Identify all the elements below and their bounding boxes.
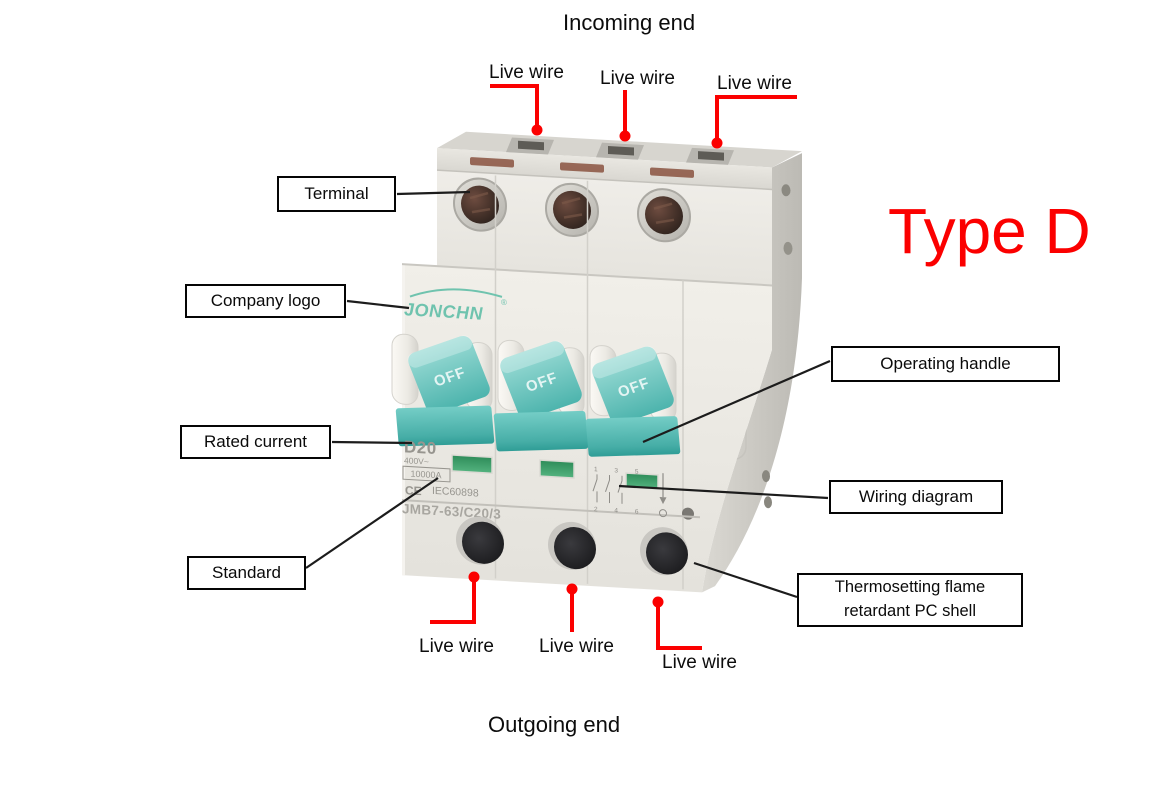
incoming-terminal-slots [470, 137, 734, 178]
side-hole-icon [762, 470, 770, 483]
seam [437, 169, 772, 191]
wire-line-top-1 [490, 84, 539, 127]
wire-dot-bottom-3 [652, 596, 664, 608]
callout-shell: Thermosetting flame retardant PC shell [797, 573, 1023, 627]
callout-lines [305, 190, 831, 599]
outgoing-end-title: Outgoing end [488, 712, 621, 737]
incoming-end-title: Incoming end [563, 10, 696, 35]
ce-mark: CE [405, 483, 422, 498]
live-wire-label-top-2: Live wire [600, 68, 675, 89]
wire-dot-bottom-1 [468, 571, 480, 583]
callout-line-company-logo [346, 299, 410, 310]
operating-handle-pole-3: OFF [585, 345, 681, 457]
callout-wiring-diagram: Wiring diagram [829, 480, 1003, 514]
standard-marking: IEC60898 [432, 485, 479, 500]
outgoing-terminal-1 [456, 516, 504, 565]
top-cap-front [437, 148, 772, 190]
live-wire-label-top-1: Live wire [489, 62, 564, 83]
wire-line-top-3 [715, 95, 797, 140]
breaking-capacity-box [402, 465, 451, 483]
indicator-window-1 [451, 454, 493, 475]
callout-line-operating-handle [642, 359, 831, 444]
logo-registered-icon: ® [501, 298, 507, 307]
wire-dot-top-3 [711, 137, 723, 149]
wire-dot-top-1 [531, 124, 543, 136]
schematic-circle-icon [659, 509, 667, 518]
live-wire-label-top-3: Live wire [717, 73, 792, 94]
callout-line-standard [305, 477, 439, 569]
callout-operating-handle: Operating handle [831, 346, 1060, 382]
logo-text: JONCHN [404, 299, 483, 324]
breaker-side-face [702, 153, 802, 593]
callout-line-shell [693, 561, 798, 599]
wire-line-bottom-1 [430, 580, 476, 624]
side-hole-icon [783, 241, 793, 255]
company-logo: JONCHN ® [404, 288, 507, 324]
rating-markings: D20 400V~ 10000A CE IEC60898 JMB7-63/C20… [402, 437, 501, 522]
indicator-window-2 [539, 459, 575, 479]
operating-handle-pole-2: OFF [493, 339, 589, 452]
callout-standard: Standard [187, 556, 306, 590]
voltage-marking: 400V~ [404, 455, 429, 466]
callout-rated-current: Rated current [180, 425, 331, 459]
outgoing-terminal-3 [640, 527, 688, 576]
wire-pointers [430, 84, 797, 650]
side-hole-icon [781, 184, 791, 197]
schematic-arrow-icon [659, 496, 667, 505]
callout-company-logo: Company logo [185, 284, 346, 318]
side-hole-icon [764, 496, 772, 509]
callout-line-terminal [396, 190, 471, 196]
breaker-body: JONCHN ® OFF [391, 131, 802, 593]
callout-line-wiring-diagram [618, 484, 829, 500]
outgoing-terminal-2 [548, 521, 596, 570]
wire-line-bottom-3 [656, 605, 702, 650]
type-d-label: Type D [888, 195, 1091, 267]
terminal-screw-2 [545, 182, 599, 237]
operating-handle-pole-1: OFF [391, 333, 495, 447]
wiring-schematic: 1 3 5 2 4 6 [592, 466, 667, 518]
breaking-capacity-marking: 10000A [410, 469, 441, 481]
rated-current-marking: D20 [404, 437, 437, 458]
callout-terminal: Terminal [277, 176, 396, 212]
terminal-block-top [437, 170, 772, 286]
logo-swoosh-icon [409, 288, 503, 298]
live-wire-label-bottom-2: Live wire [539, 636, 614, 657]
terminal-screw-3 [637, 188, 691, 243]
groove [402, 499, 700, 519]
callout-line-rated-current [331, 440, 413, 445]
model-marking: JMB7-63/C20/3 [402, 501, 501, 522]
live-wire-label-bottom-3: Live wire [662, 652, 737, 673]
schematic-top-numbers: 1 3 5 [594, 466, 646, 476]
schematic-bottom-numbers: 2 4 6 [594, 506, 646, 516]
live-wire-label-bottom-1: Live wire [419, 636, 494, 657]
wire-dot-bottom-2 [566, 583, 578, 595]
wire-dot-top-2 [619, 130, 631, 142]
